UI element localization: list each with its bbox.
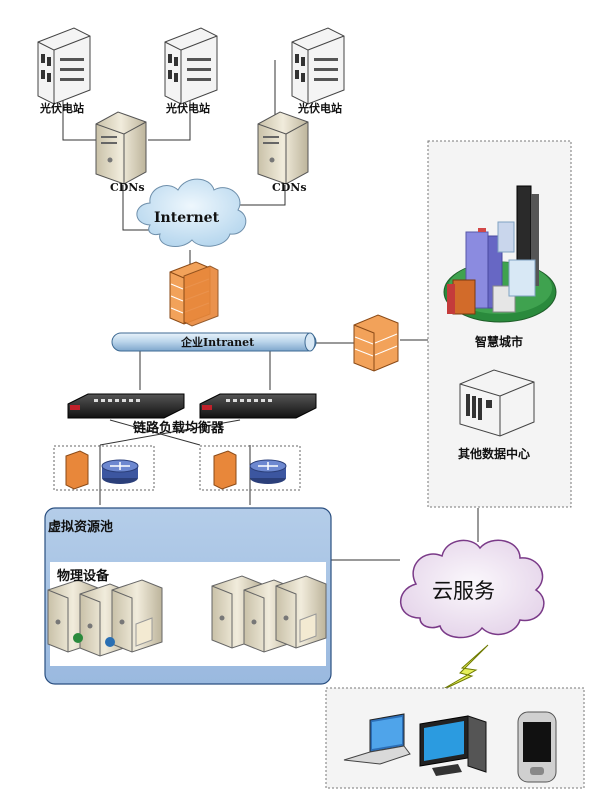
intranet-bus: [111, 332, 317, 352]
mobile-phone-icon: [517, 711, 557, 783]
security-group-box: [199, 445, 301, 491]
smart-city-icon: [443, 185, 557, 323]
physical-server-icon: [211, 575, 327, 653]
security-group-box: [53, 445, 155, 491]
pool-title: 虚拟资源池: [48, 520, 114, 535]
cdn-label: CDNs: [110, 181, 145, 194]
station-label: 光伏电站: [298, 102, 342, 115]
solar-station-server-icon: [291, 27, 345, 105]
lightning-icon: [437, 644, 489, 693]
cloud-service-label: 云服务: [432, 579, 495, 603]
intranet-label: 企业Intranet: [181, 336, 255, 349]
other-dc-label: 其他数据中心: [458, 447, 531, 461]
station-label: 光伏电站: [166, 102, 210, 115]
right-panel: [427, 140, 572, 508]
load-balancer-switch-icon: [199, 393, 317, 419]
load-balancer-label: 链路负载均衡器: [133, 421, 225, 436]
cdn-server-icon: [257, 111, 309, 185]
load-balancer-switch-icon: [67, 393, 185, 419]
solar-station-server-icon: [37, 27, 91, 105]
cdn-server-icon: [95, 111, 147, 185]
cdn-label: CDNs: [272, 181, 307, 194]
firewall-icon: [183, 265, 219, 327]
pool-subtitle: 物理设备: [57, 569, 110, 584]
router-icon: [101, 459, 139, 484]
physical-server-icon: [47, 579, 163, 657]
station-label: 光伏电站: [40, 102, 84, 115]
router-icon: [249, 459, 287, 484]
laptop-icon: [343, 713, 411, 765]
cloud-service-icon: [399, 539, 545, 639]
internet-cloud-icon: [136, 178, 247, 248]
data-center-server-icon: [459, 369, 535, 437]
desktop-computer-icon: [419, 715, 487, 776]
smart-city-label: 智慧城市: [475, 335, 524, 349]
solar-station-server-icon: [164, 27, 218, 105]
internet-label: Internet: [154, 210, 220, 226]
firewall-icon: [353, 314, 399, 372]
